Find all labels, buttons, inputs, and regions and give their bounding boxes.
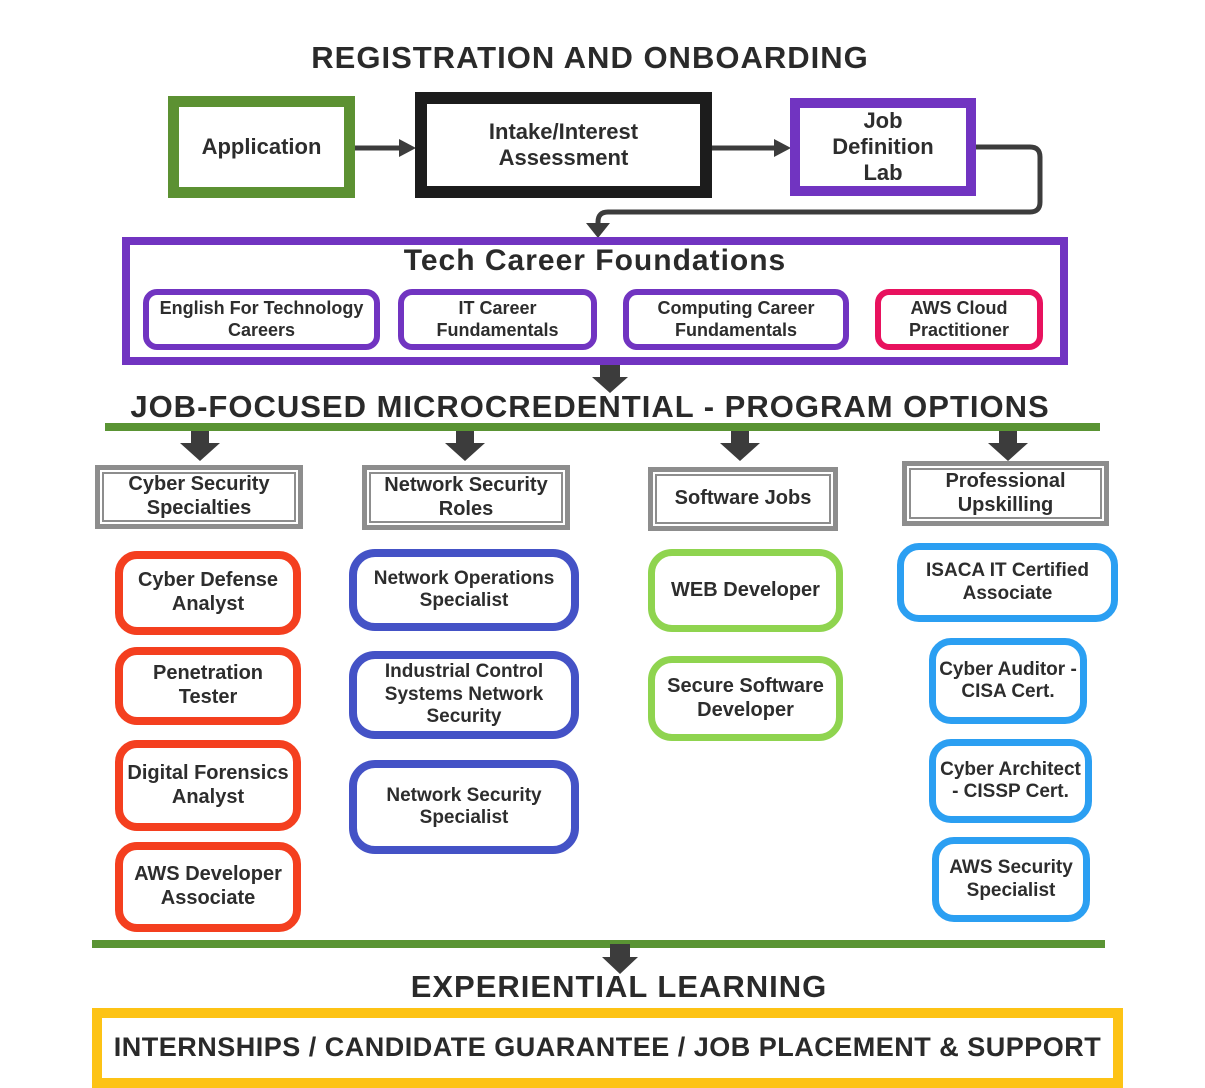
foundations-title: Tech Career Foundations — [403, 244, 787, 277]
course-aws-cloud-practitioner: AWS Cloud Practitioner — [875, 289, 1043, 350]
arrowhead-application-to-intake-icon — [399, 139, 416, 157]
program-network-operations-specialist: Network Operations Specialist — [349, 549, 579, 631]
course-computing-career-fundamentals: Computing Career Fundamentals — [623, 289, 849, 350]
program-label: ISACA IT Certified Associate — [926, 560, 1089, 604]
node-job-definition-lab: Job Definition Lab — [790, 98, 976, 196]
internships-banner-label: INTERNSHIPS / CANDIDATE GUARANTEE / JOB … — [113, 1032, 1102, 1063]
node-application: Application — [168, 96, 355, 198]
program-label: Cyber Auditor - CISA Cert. — [939, 658, 1077, 702]
arrowhead-joblab-to-foundations-icon — [586, 223, 610, 238]
program-label: AWS Developer Associate — [134, 863, 282, 909]
internships-banner: INTERNSHIPS / CANDIDATE GUARANTEE / JOB … — [92, 1008, 1123, 1088]
column-header-professional-upskilling: Professional Upskilling — [902, 461, 1109, 526]
program-aws-developer-associate: AWS Developer Associate — [115, 842, 301, 932]
course-label: AWS Cloud Practitioner — [908, 298, 1010, 340]
column-header-cyber-security-specialties: Cyber Security Specialties — [95, 465, 303, 529]
program-label: Network Security Specialist — [386, 784, 542, 828]
course-english-for-technology-careers: English For Technology Careers — [143, 289, 380, 350]
program-aws-security-specialist: AWS Security Specialist — [932, 837, 1090, 922]
divider-bottom-green-line — [92, 940, 1105, 948]
program-label: Network Operations Specialist — [373, 567, 555, 611]
program-network-security-specialist: Network Security Specialist — [349, 760, 579, 854]
course-label: English For Technology Careers — [159, 298, 364, 340]
program-web-developer: WEB Developer — [648, 549, 843, 632]
section-title-program-options: JOB-FOCUSED MICROCREDENTIAL - PROGRAM OP… — [130, 389, 1050, 424]
course-it-career-fundamentals: IT Career Fundamentals — [398, 289, 597, 350]
program-label: Cyber Defense Analyst — [137, 569, 279, 615]
program-cyber-architect-cissp: Cyber Architect - CISSP Cert. — [929, 739, 1092, 823]
program-industrial-control-systems-network-security: Industrial Control Systems Network Secur… — [349, 651, 579, 739]
column-header-software-jobs: Software Jobs — [648, 467, 838, 531]
program-label: Digital Forensics Analyst — [127, 761, 289, 808]
program-cyber-auditor-cisa: Cyber Auditor - CISA Cert. — [929, 638, 1087, 724]
program-secure-software-developer: Secure Software Developer — [648, 656, 843, 741]
arrowhead-intake-to-joblab-icon — [774, 139, 791, 157]
column-header-network-security-roles: Network Security Roles — [362, 465, 570, 530]
course-label: IT Career Fundamentals — [436, 298, 559, 340]
block-arrow-column-cyber-icon — [180, 431, 220, 461]
program-cyber-defense-analyst: Cyber Defense Analyst — [115, 551, 301, 635]
block-arrow-column-upskilling-icon — [988, 431, 1028, 461]
block-arrow-column-network-icon — [445, 431, 485, 461]
program-label: WEB Developer — [671, 578, 820, 601]
column-header-label: Software Jobs — [674, 487, 812, 510]
program-label: Penetration Tester — [152, 662, 264, 708]
column-header-label: Professional Upskilling — [945, 469, 1066, 516]
program-digital-forensics-analyst: Digital Forensics Analyst — [115, 740, 301, 831]
node-job-definition-lab-label: Job Definition Lab — [832, 108, 934, 185]
node-application-label: Application — [201, 134, 322, 160]
column-header-label: Cyber Security Specialties — [128, 473, 270, 519]
node-intake-assessment: Intake/Interest Assessment — [415, 92, 712, 198]
program-label: Cyber Architect - CISSP Cert. — [940, 758, 1081, 802]
program-label: Secure Software Developer — [667, 674, 824, 721]
column-header-label: Network Security Roles — [384, 473, 548, 520]
node-intake-assessment-label: Intake/Interest Assessment — [488, 119, 639, 170]
program-isaca-it-certified-associate: ISACA IT Certified Associate — [897, 543, 1118, 622]
block-arrow-column-software-icon — [720, 431, 760, 461]
divider-top-green-line — [105, 423, 1100, 431]
section-title-registration: REGISTRATION AND ONBOARDING — [311, 40, 869, 75]
program-penetration-tester: Penetration Tester — [115, 647, 301, 725]
program-label: AWS Security Specialist — [949, 857, 1073, 901]
section-title-experiential-learning: EXPERIENTIAL LEARNING — [410, 969, 828, 1004]
course-label: Computing Career Fundamentals — [657, 298, 815, 340]
program-label: Industrial Control Systems Network Secur… — [384, 661, 544, 728]
